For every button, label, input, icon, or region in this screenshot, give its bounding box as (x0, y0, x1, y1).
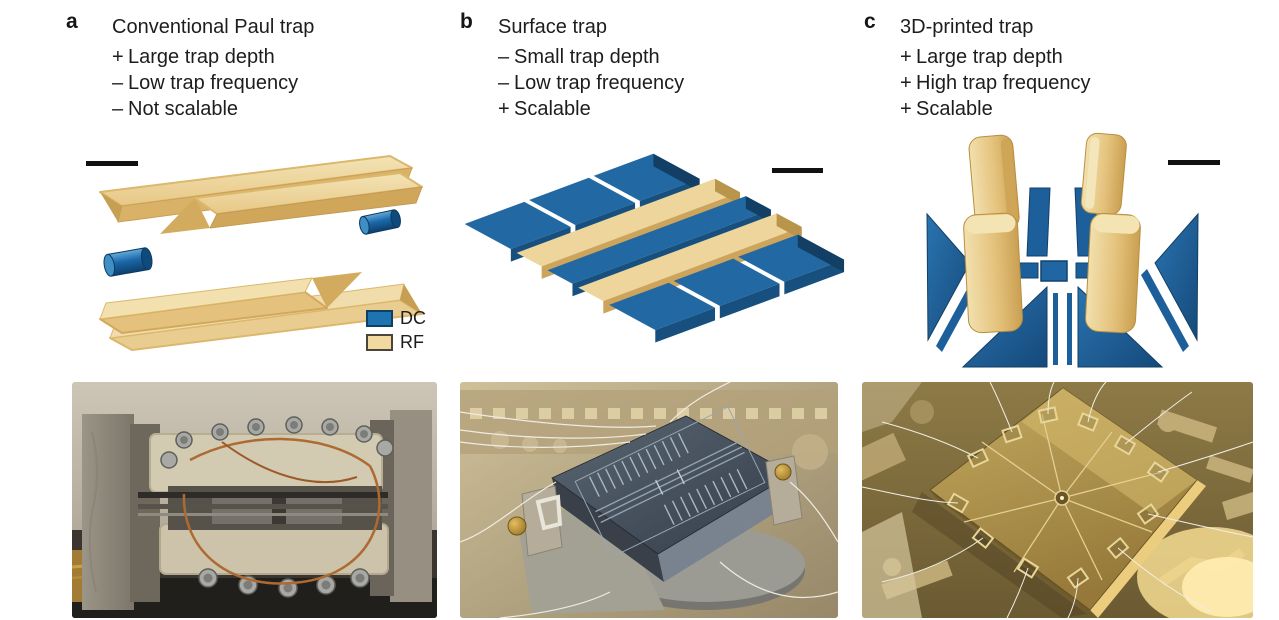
property-item: –Not scalable (112, 96, 442, 122)
rf-blade-front-right (1085, 212, 1141, 334)
property-sign: + (498, 98, 510, 120)
scale-bar-a (86, 161, 138, 166)
surface-trap-schematic (464, 153, 845, 343)
rf-blade-front-left (963, 212, 1023, 334)
property-item: +Scalable (498, 96, 828, 122)
rf-blade-pair-top (99, 155, 423, 234)
dc-color-swatch (366, 309, 393, 327)
property-sign: + (900, 98, 912, 120)
property-item: +Large trap depth (900, 44, 1230, 70)
rf-blade-back-right (1080, 132, 1127, 216)
clamp-right (765, 455, 803, 526)
property-text: Small trap depth (514, 46, 660, 68)
property-text: Not scalable (128, 98, 239, 120)
property-item: –Low trap frequency (498, 70, 828, 96)
panel-b-title: Surface trap (498, 16, 607, 38)
panel-b-properties: –Small trap depth –Low trap frequency +S… (498, 44, 828, 122)
dc-triangles-right (1141, 212, 1199, 352)
property-sign: – (498, 72, 510, 94)
metal-bracket-left (82, 414, 160, 610)
panel-c-properties: +Large trap depth +High trap frequency +… (900, 44, 1230, 122)
trap-center (1054, 490, 1070, 506)
clamp-left (507, 485, 563, 557)
panel-b-label: b (460, 10, 473, 33)
printed-trap-photo (862, 382, 1253, 618)
screws (160, 416, 394, 598)
bond-wires (862, 382, 1253, 618)
legend-row-rf: RF (366, 330, 426, 354)
dc-center-electrodes (1019, 260, 1095, 282)
property-sign: – (112, 98, 124, 120)
property-sign: + (900, 72, 912, 94)
chip-body (551, 415, 796, 582)
electrode-pattern (574, 406, 766, 558)
scale-bar-b (772, 168, 823, 173)
dc-endcap-cylinder-right (359, 209, 401, 235)
property-text: Scalable (916, 98, 993, 120)
paul-trap-photo (72, 382, 437, 618)
property-item: –Small trap depth (498, 44, 828, 70)
electrode-legend: DC RF (366, 306, 426, 354)
copper-wire (182, 437, 381, 585)
printed-trap-schematic (926, 132, 1199, 368)
trap-rods (138, 492, 388, 516)
scale-bar-c (1168, 160, 1220, 165)
property-item: +High trap frequency (900, 70, 1230, 96)
dc-outer-row-front (609, 234, 845, 343)
rf-blade-back-left (968, 134, 1020, 232)
radial-grooves (963, 413, 1163, 581)
property-sign: + (112, 46, 124, 68)
bond-wires (460, 382, 838, 618)
legend-label-rf: RF (400, 331, 424, 352)
panel-a-properties: +Large trap depth –Low trap frequency –N… (112, 44, 442, 122)
property-item: +Large trap depth (112, 44, 442, 70)
property-text: High trap frequency (916, 72, 1091, 94)
panel-a-title: Conventional Paul trap (112, 16, 315, 38)
panel-c-label: c (864, 10, 876, 33)
surface-trap-photo (460, 382, 838, 618)
panel-b-header: Surface trap –Small trap depth –Low trap… (498, 14, 828, 122)
property-text: Large trap depth (916, 46, 1063, 68)
property-text: Scalable (514, 98, 591, 120)
panel-c-header: 3D-printed trap +Large trap depth +High … (900, 14, 1230, 122)
property-item: +Scalable (900, 96, 1230, 122)
property-text: Low trap frequency (514, 72, 685, 94)
panel-c-title: 3D-printed trap (900, 16, 1034, 38)
property-sign: – (498, 46, 510, 68)
property-sign: + (900, 46, 912, 68)
legend-label-dc: DC (400, 307, 426, 328)
rf-blade-pair-bottom (99, 272, 423, 351)
panel-a-header: Conventional Paul trap +Large trap depth… (112, 14, 442, 122)
blurred-connector-strip (460, 390, 838, 470)
property-sign: – (112, 72, 124, 94)
property-text: Large trap depth (128, 46, 275, 68)
property-item: –Low trap frequency (112, 70, 442, 96)
property-text: Low trap frequency (128, 72, 299, 94)
panel-a-label: a (66, 10, 78, 33)
rf-color-swatch (366, 333, 393, 351)
dc-endcap-cylinder-left (103, 247, 153, 277)
legend-row-dc: DC (366, 306, 426, 330)
paul-trap-schematic (99, 155, 423, 351)
